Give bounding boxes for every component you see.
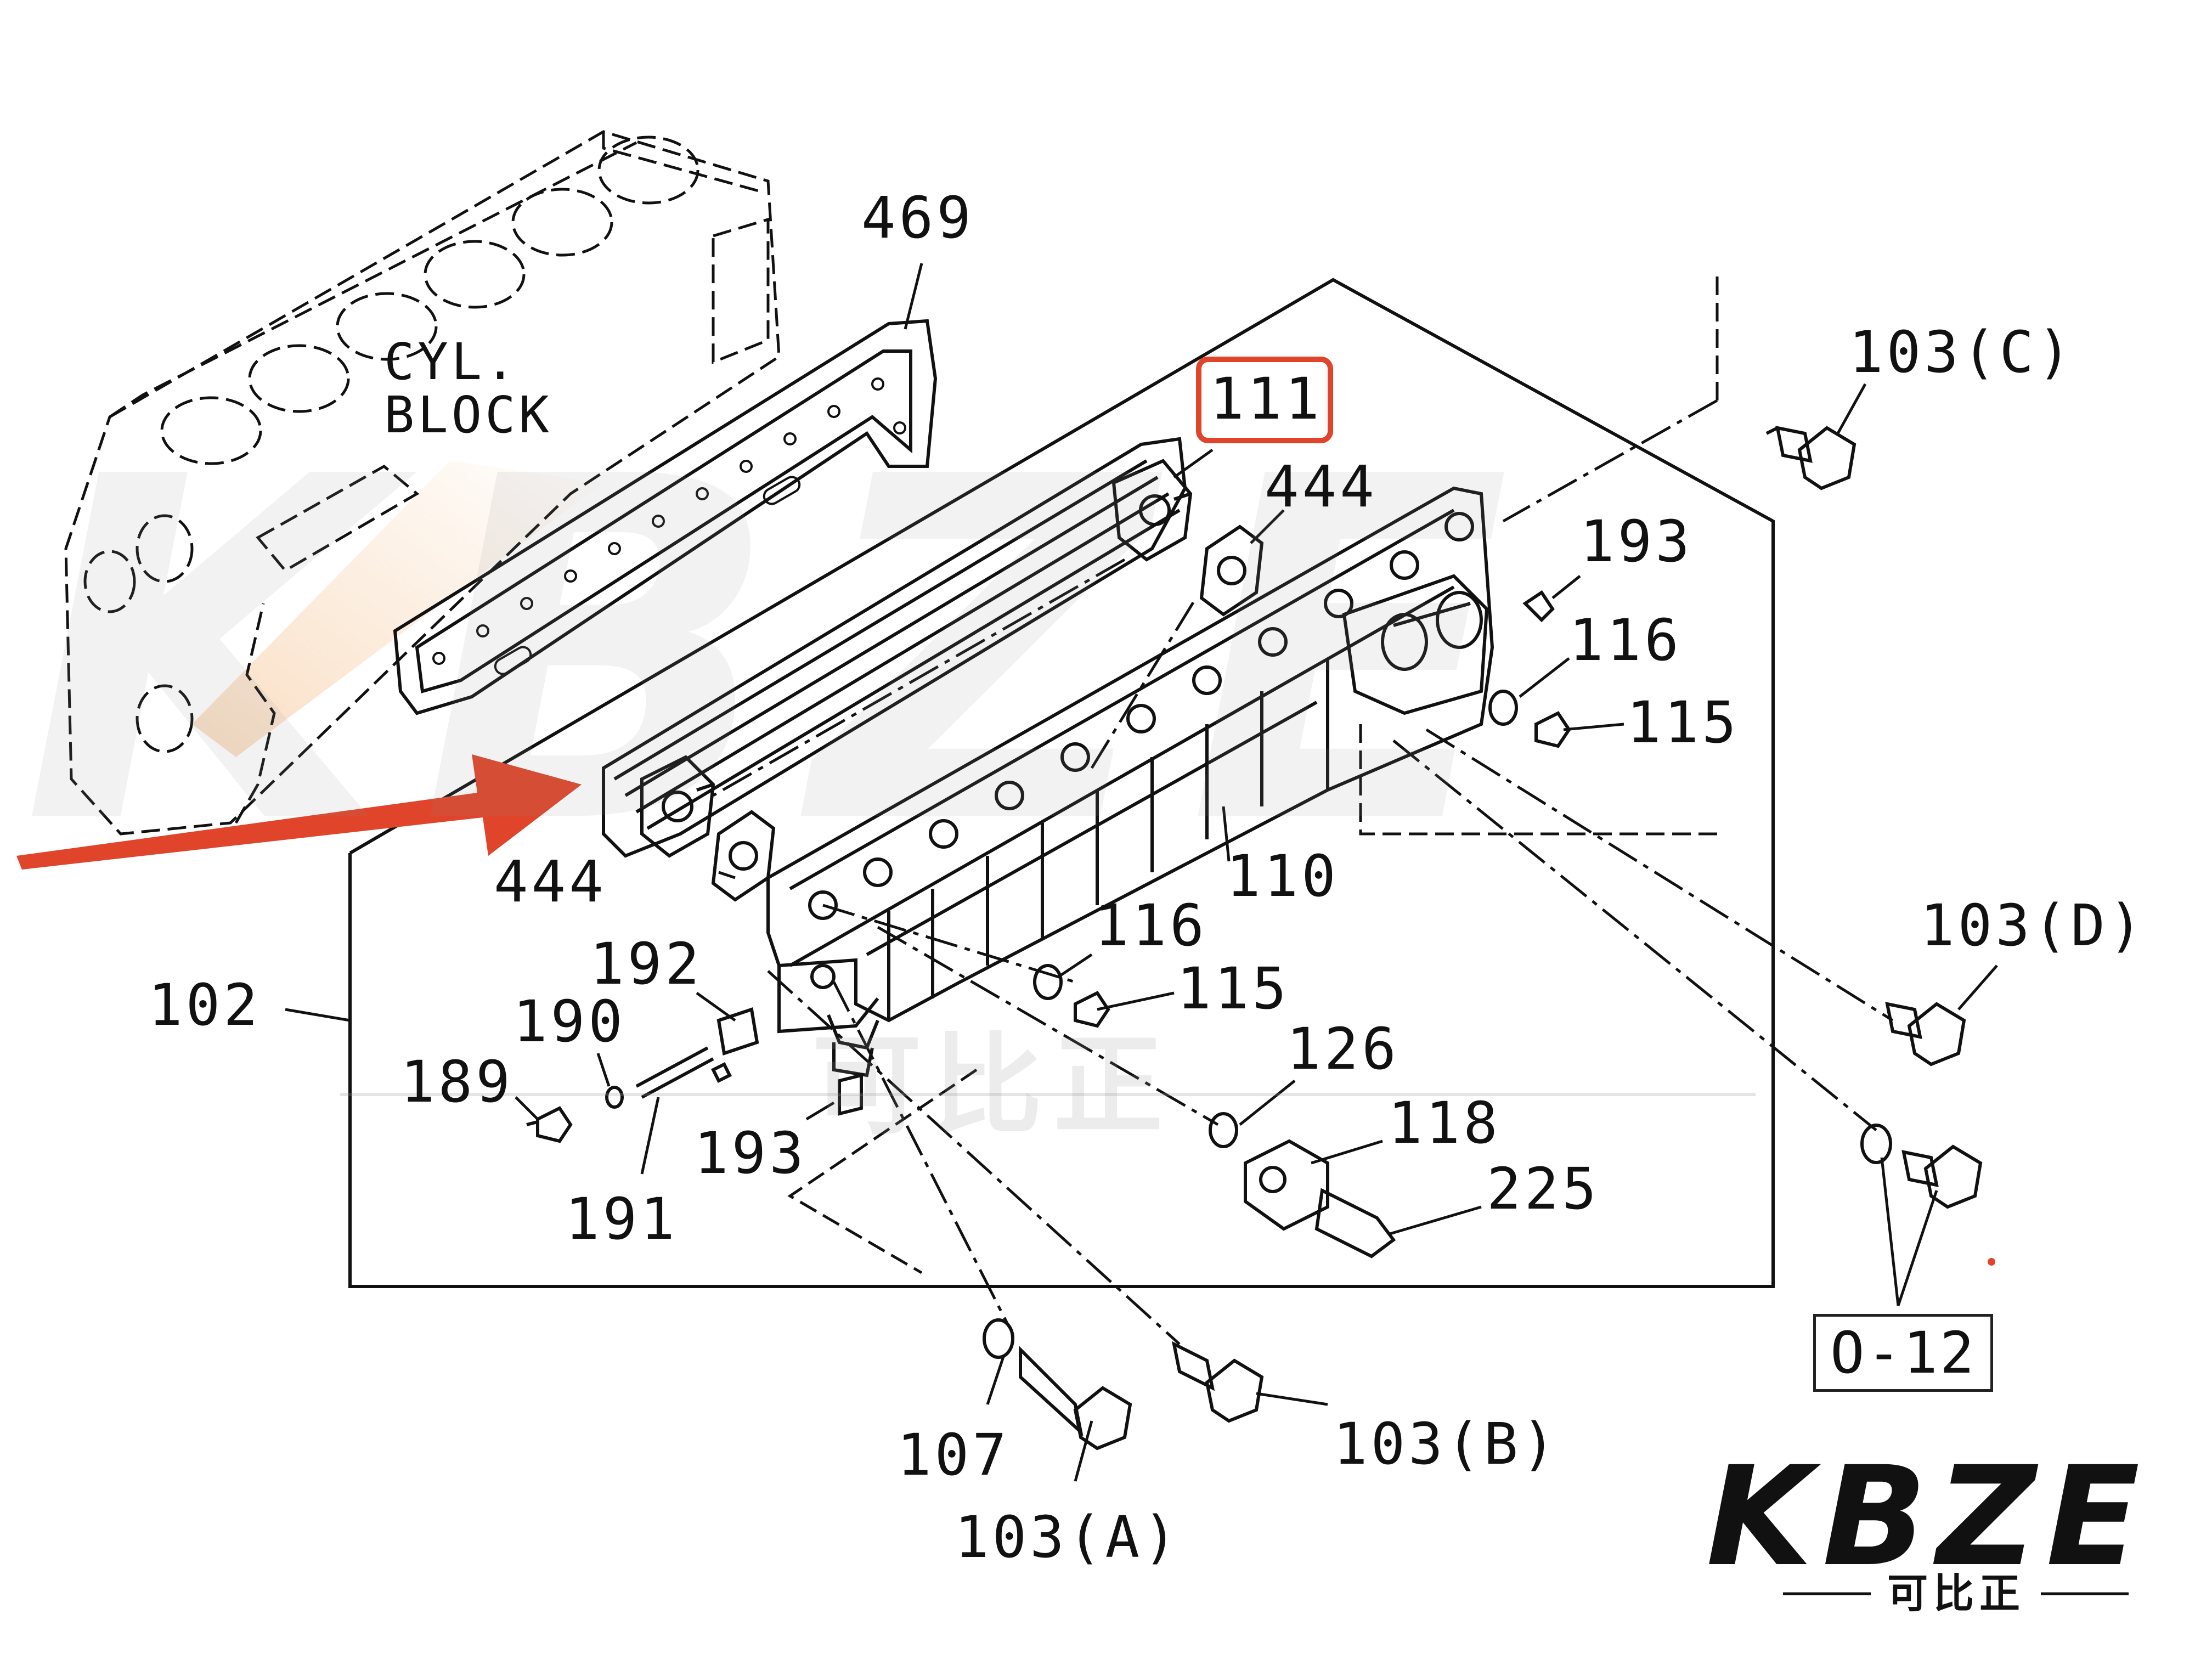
red-arrow [16,754,582,870]
part-225-label: 225 [1487,1155,1600,1222]
part-110-label: 110 [1226,843,1339,910]
plug-103D [1885,1002,1966,1066]
leader-lines [285,263,1998,1482]
part-103C-label: 103(C) [1849,319,2075,386]
watermark-beam [192,461,603,757]
gasket-469-holes [432,377,906,675]
part-103D-label: 103(D) [1920,892,2146,959]
part-102-label: 102 [148,972,261,1039]
part-103B-label: 103(B) [1333,1410,1559,1477]
part-107-label: 107 [897,1421,1010,1488]
gasket-444-top [1199,524,1264,617]
plug-103C [1765,426,1857,490]
part-118-label: 118 [1388,1090,1501,1156]
plug-103-o12 [1860,1124,1983,1209]
cylinder-block-label: CYL. BLOCK [384,332,552,444]
cylinder-block-label-line1: CYL. [384,332,519,391]
part-111-label: 111 [1210,365,1323,432]
part-190-label: 190 [513,988,626,1055]
brand-logo-subtext: 可比正 [1887,1570,2025,1617]
part-103A-label: 103(A) [955,1504,1181,1571]
part-193-top-label: 193 [1580,508,1693,575]
part-115-top-label: 115 [1627,689,1740,756]
part-193-bottom-label: 193 [694,1120,807,1187]
red-dot [1988,1258,1995,1266]
small-hardware [526,590,1571,1259]
brand-logo: KBZE [1706,1437,2150,1596]
watermark-logo: KBZE [22,378,1543,927]
dashed-frame-segments [787,274,1719,1274]
part-189-label: 189 [400,1048,514,1115]
part-116-top-label: 116 [1569,607,1682,674]
part-444-top-label: 444 [1265,453,1378,520]
oil-cooler-body-110 [766,486,1494,1077]
cylinder-block-label-line2: BLOCK [384,385,552,444]
part-469-label: 469 [861,184,974,251]
part-444-bottom-label: 444 [494,848,607,915]
assembly-frame [348,278,1775,1288]
gasket-469 [393,319,938,715]
part-126-label: 126 [1286,1015,1400,1082]
part-192-label: 192 [590,930,703,997]
part-116-bottom-label: 116 [1094,892,1207,959]
cylinder-block [64,130,781,836]
plug-103B [1171,1341,1264,1423]
plug-103A [983,1318,1132,1451]
watermark-logo-subtext: 可比正 [812,1022,1175,1150]
part-191-label: 191 [565,1186,678,1252]
part-111-highlight-box [1196,357,1333,443]
part-115-bottom-label: 115 [1177,955,1290,1022]
oil-cooler-element-111 [602,437,1193,858]
dash-dot-lines [712,399,1894,1345]
part-O12-label: O-12 [1813,1314,1994,1392]
